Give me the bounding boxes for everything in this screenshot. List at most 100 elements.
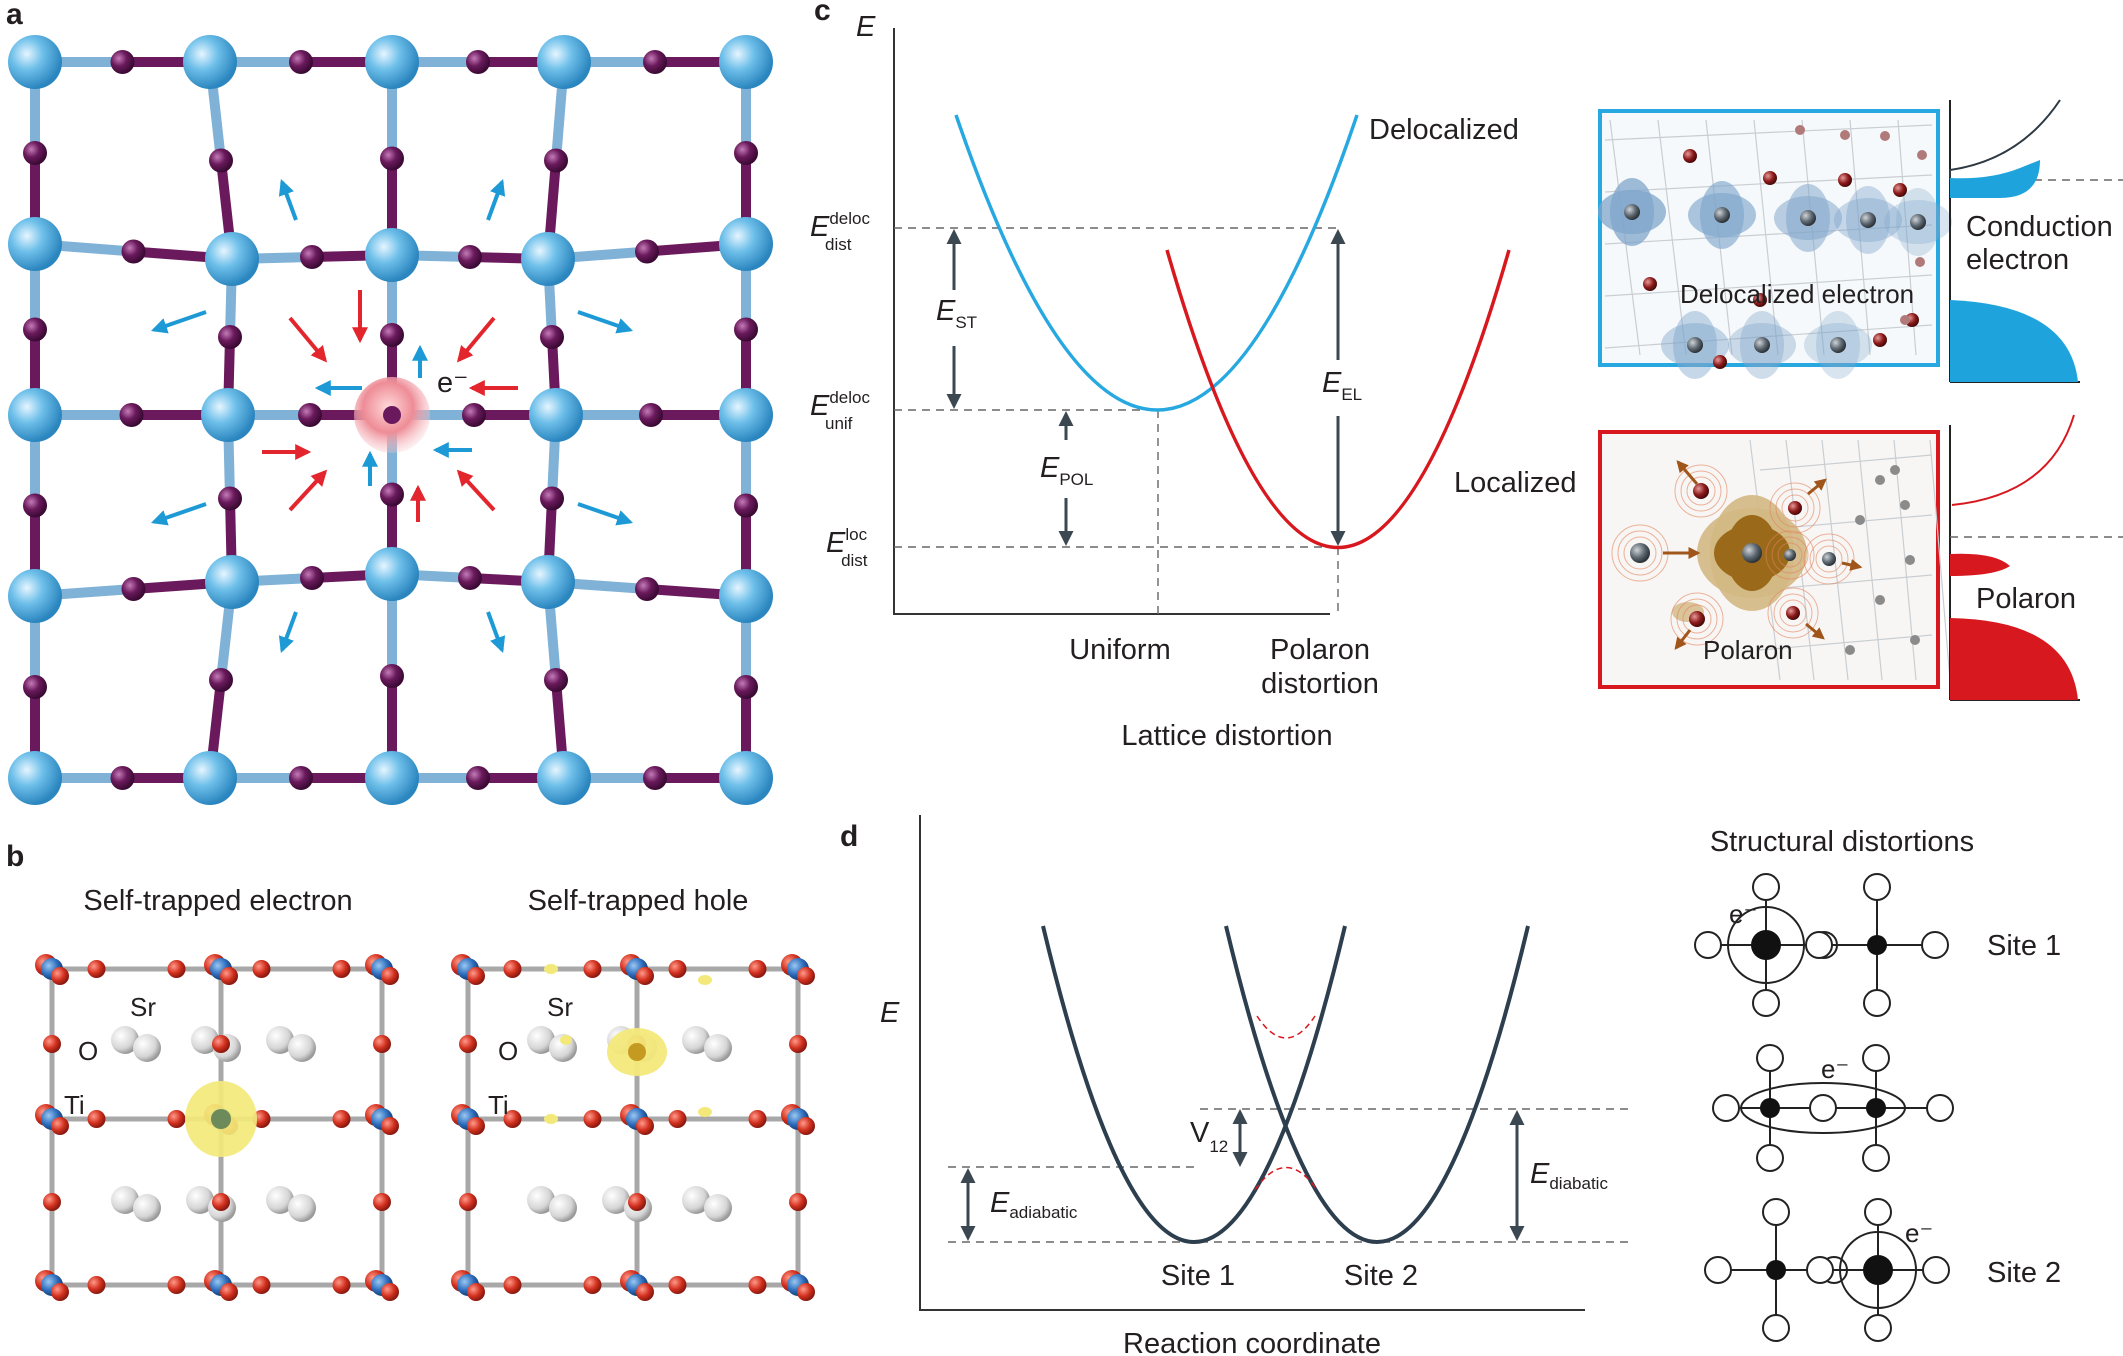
expansion-arrow [486, 178, 506, 221]
metal-site-mid [1760, 1098, 1780, 1118]
sto-cell-hole [451, 954, 815, 1301]
o-atom [23, 675, 47, 699]
ligand-atom [1712, 1094, 1740, 1122]
panel-b-label: b [6, 840, 24, 873]
o-atom-b [668, 1110, 687, 1128]
e-adiabatic-label: Eadiabatic [990, 1187, 1078, 1222]
sr-atom [527, 1186, 555, 1214]
vibration-ring [1803, 533, 1855, 585]
expansion-arrow [577, 310, 634, 334]
vibration-ring [1674, 464, 1728, 518]
polaron-displacement-arrow [1676, 460, 1699, 485]
ligand-atom [1921, 931, 1949, 959]
o-atom-b [167, 1110, 186, 1128]
o-atom-b [43, 1035, 61, 1053]
e-diabatic-label: Ediabatic [1530, 1158, 1608, 1193]
inset-ti-atom [1687, 337, 1703, 353]
o-atom-b [332, 1110, 351, 1128]
ti-atom [8, 751, 62, 805]
panel-b: b Self-trapped electron Self-trapped hol… [6, 840, 815, 1301]
polaron-inset: Polaron [1598, 430, 1951, 689]
sr-label-1: Sr [130, 992, 156, 1022]
ti-atom [365, 751, 419, 805]
inset-small-atom [1890, 465, 1900, 475]
o-atom [289, 50, 313, 74]
inset-o-atom-small [1840, 130, 1850, 140]
electron-cloud-circle [1839, 1231, 1917, 1309]
ti-atoms [8, 35, 773, 805]
o-atom-b [636, 1117, 654, 1135]
o-atom-b [212, 1193, 230, 1211]
metal-site-small [1867, 935, 1887, 955]
o-atom [121, 239, 146, 264]
o-atom [298, 403, 322, 427]
delocalized-electron-label: Delocalized electron [1680, 279, 1914, 309]
o-atom [734, 675, 758, 699]
o-atom-b [503, 1110, 522, 1128]
o-atom-b [167, 1276, 186, 1294]
inset-small-atom [1855, 515, 1865, 525]
sr-atom [682, 1026, 710, 1054]
axes-d [919, 815, 1585, 1311]
o-atom-b [87, 1276, 106, 1294]
o-atom [380, 146, 404, 171]
ti-atom [521, 232, 575, 286]
inset-o-atom [1763, 171, 1777, 185]
grid-line [1604, 324, 1933, 349]
o-atom-b [373, 1193, 391, 1211]
sr-atom [111, 1026, 139, 1054]
o-atom [110, 50, 135, 74]
inset-o-atom-small [1900, 315, 1910, 325]
ligand-atom [1863, 989, 1891, 1017]
panel-d: d E V12 Eadiabatic Ediabatic Site 1 Site… [840, 815, 2061, 1356]
vibration-ring [1815, 545, 1843, 573]
ti-atom [183, 35, 237, 89]
ligand-atom [1752, 873, 1780, 901]
o-atom [300, 245, 324, 269]
e-el-label: EEL [1322, 367, 1362, 404]
o-atom [635, 577, 659, 601]
polaron-inset-atom [1822, 552, 1836, 566]
o-atom [466, 50, 490, 74]
o-atom [466, 766, 490, 790]
ti-atom [365, 228, 419, 282]
upper-adiabatic-dashed [1256, 1015, 1316, 1039]
grid-line [1604, 224, 1933, 245]
ligand-atom [1756, 1144, 1784, 1172]
o-atom [110, 766, 135, 790]
polaron-inset-atom [1788, 501, 1802, 515]
polaron-center-atom [1742, 543, 1762, 563]
o-atom [734, 317, 758, 342]
central-electron [354, 377, 430, 453]
grid-line [1929, 439, 1951, 681]
polaron-distortion-label-2: distortion [1261, 668, 1379, 700]
dos-polaron: Polaron [1949, 414, 2123, 701]
o-atom-b [668, 1276, 687, 1294]
o-atom [734, 141, 758, 165]
lower-adiabatic-dashed [1254, 1166, 1318, 1191]
grid-line [1753, 119, 1779, 356]
sr-label-2: Sr [547, 992, 573, 1022]
vibration-ring [1773, 593, 1813, 633]
o-atom [380, 664, 404, 688]
vibration-ring [1777, 542, 1803, 568]
polaron-displacement-arrow [1841, 559, 1863, 571]
metal-site-small [1766, 1260, 1786, 1280]
inset-o-atom [1713, 355, 1727, 369]
polaron-inset-atom [1693, 483, 1709, 499]
inset-o-atom-small [1795, 125, 1805, 135]
o-atom [639, 403, 663, 427]
inset-small-atom [1900, 500, 1910, 510]
sr-atoms [111, 1026, 316, 1222]
expansion-arrow [577, 502, 634, 526]
sr-atom [704, 1194, 732, 1222]
e-el-label-bg [1318, 360, 1360, 416]
vibration-ring [1765, 530, 1815, 580]
o-atom [300, 566, 324, 590]
polaron-inset-atom [1786, 606, 1800, 620]
o-atom [458, 245, 482, 269]
delocalized-inset: Delocalized electron [1598, 109, 1952, 379]
polaron-inset-atom [1784, 549, 1796, 561]
o-atom [540, 486, 564, 511]
o-atom-b [797, 1117, 815, 1135]
